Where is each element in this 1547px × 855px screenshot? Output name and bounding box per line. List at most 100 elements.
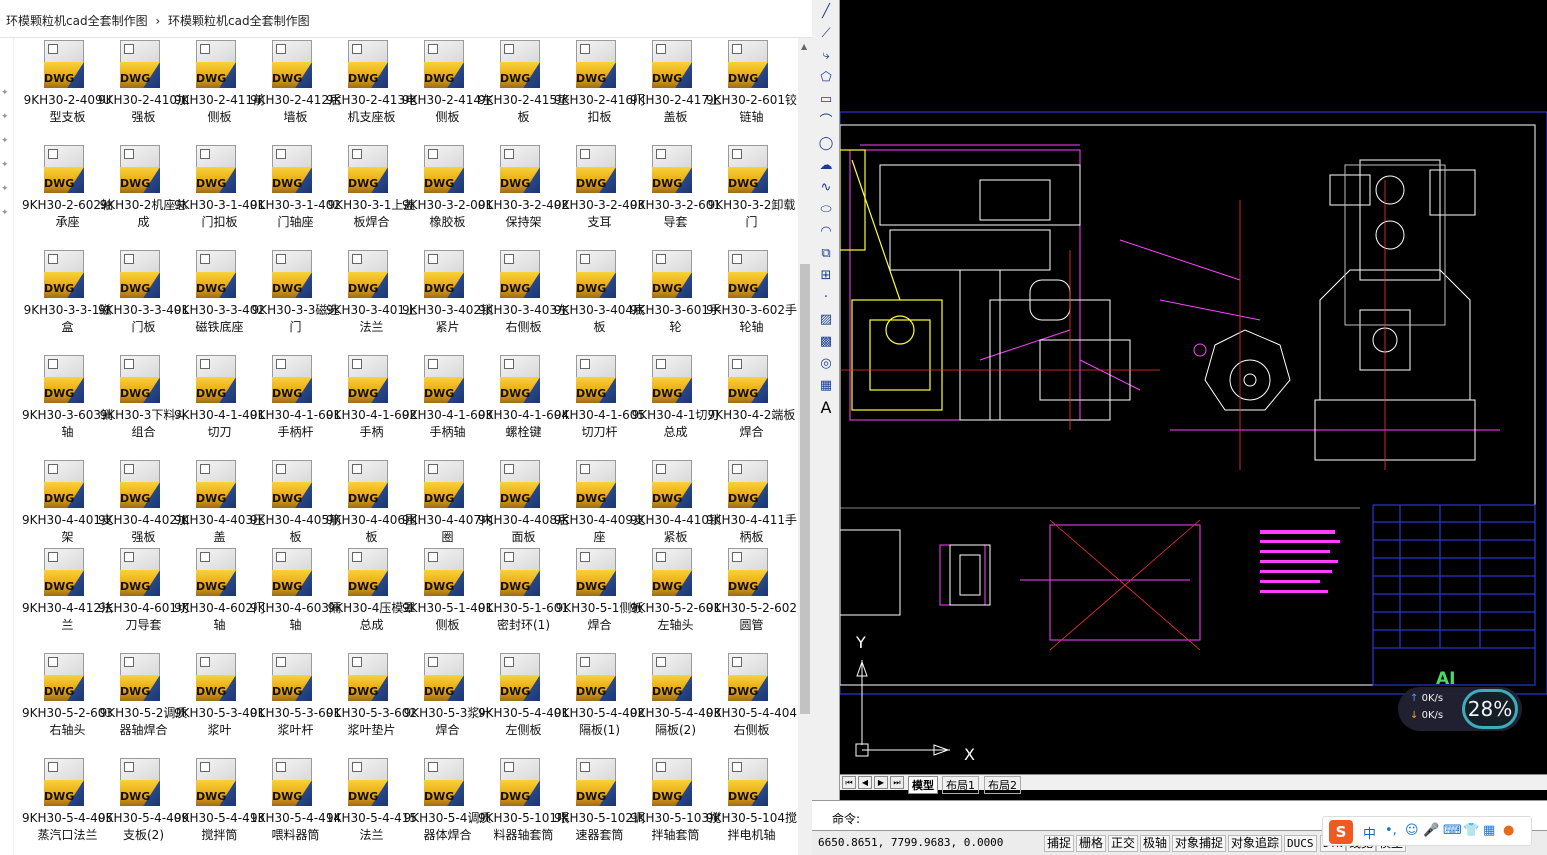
polygon-icon[interactable]: ⬠ — [820, 70, 832, 85]
mascot-icon[interactable]: ● — [1503, 823, 1515, 838]
otrack-toggle[interactable]: 对象追踪 — [1228, 835, 1283, 852]
table-icon[interactable]: ▦ — [819, 378, 833, 393]
ime-language-toggle[interactable]: 中 — [1363, 827, 1377, 842]
breadcrumb-item-1[interactable]: 环模颗粒机cad全套制作图 — [6, 14, 148, 28]
vertical-scrollbar[interactable]: ▲ — [798, 38, 812, 855]
toolbox-icon[interactable]: ▦ — [1483, 823, 1496, 838]
prev-tab-icon[interactable]: ◀ — [858, 776, 872, 789]
ducs-toggle[interactable]: DUCS — [1284, 835, 1317, 852]
circle-icon[interactable]: ◯ — [818, 136, 834, 151]
spline-icon[interactable]: ∿ — [820, 180, 832, 195]
next-tab-icon[interactable]: ▶ — [874, 776, 888, 789]
tab-layout2[interactable]: 布局2 — [984, 776, 1021, 794]
insert-block-icon[interactable]: ⧉ — [821, 246, 831, 261]
arc-icon[interactable]: ⌒ — [819, 114, 833, 129]
grid-toggle[interactable]: 栅格 — [1076, 835, 1107, 852]
hatch-icon[interactable]: ▨ — [819, 312, 833, 327]
scroll-up-icon[interactable]: ▲ — [801, 42, 808, 51]
region-icon[interactable]: ◎ — [820, 356, 832, 371]
rectangle-icon[interactable]: ▭ — [819, 92, 833, 107]
polar-toggle[interactable]: 极轴 — [1140, 835, 1171, 852]
point-icon[interactable]: · — [823, 290, 829, 305]
navigation-pane[interactable]: ✦ ✦ ✦ ✦ ✦ ✦ — [0, 38, 14, 855]
snap-toggle[interactable]: 捕捉 — [1044, 835, 1075, 852]
skin-icon[interactable]: 👕 — [1463, 823, 1480, 838]
line-tool-icon[interactable]: ╱ — [822, 4, 830, 19]
emoji-icon[interactable]: ☺ — [1405, 823, 1419, 838]
microphone-icon[interactable]: 🎤 — [1423, 823, 1440, 838]
polyline-icon[interactable]: ⤷ — [822, 48, 830, 63]
network-speed-widget[interactable]: ↑ 0K/s ↓ 0K/s 28% — [1398, 687, 1522, 731]
drawing-canvas[interactable]: Y X AI — [840, 0, 1547, 774]
construction-line-icon[interactable]: ⟋ — [821, 26, 831, 41]
mtext-icon[interactable]: A — [820, 398, 832, 417]
gradient-icon[interactable]: ▩ — [819, 334, 833, 349]
ime-toolbar[interactable]: S 中 •, ☺ 🎤 ⌨ 👕 ▦ ● — [1322, 816, 1532, 846]
tab-model[interactable]: 模型 — [908, 776, 938, 794]
ellipse-icon[interactable]: ⬭ — [820, 202, 832, 217]
make-block-icon[interactable]: ⊞ — [820, 268, 832, 283]
osnap-toggle[interactable]: 对象捕捉 — [1172, 835, 1227, 852]
